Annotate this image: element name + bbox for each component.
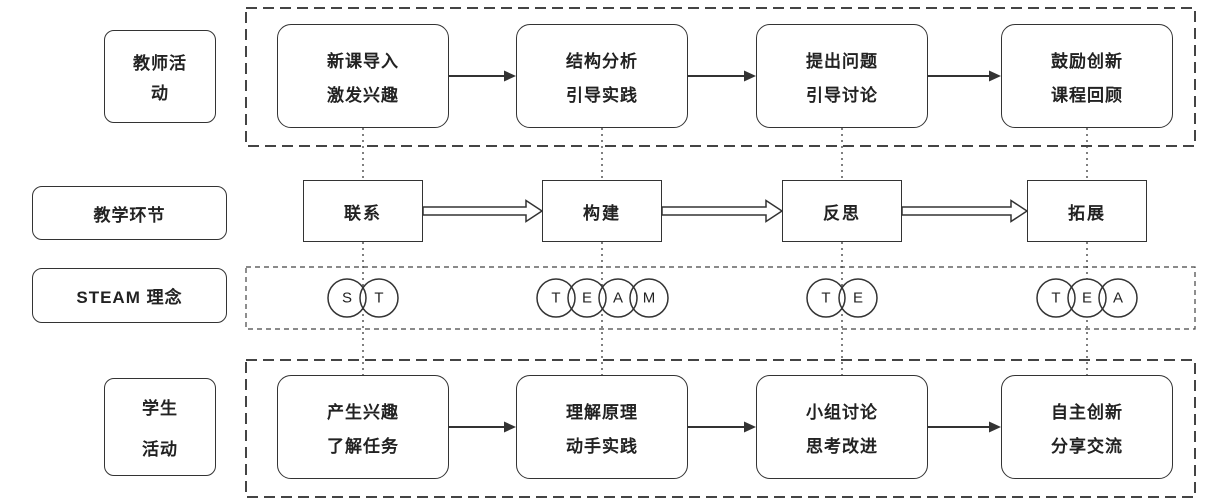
steam-letter: T bbox=[821, 290, 830, 307]
stage-box-connect-text: 联系 bbox=[344, 203, 382, 223]
student-box-practice: 理解原理 动手实践 bbox=[516, 375, 688, 479]
teacher-box-review: 鼓励创新 课程回顾 bbox=[1001, 24, 1173, 128]
stage-box-reflect: 反思 bbox=[782, 180, 902, 242]
teacher-box-analysis-line2: 引导实践 bbox=[566, 85, 638, 105]
open-arrow bbox=[422, 199, 544, 223]
student-box-discussion-line2: 思考改进 bbox=[806, 436, 878, 456]
steam-concept-label-text: STEAM 理念 bbox=[76, 288, 183, 307]
steam-group-1: S T bbox=[327, 278, 399, 318]
steam-circle bbox=[359, 278, 399, 318]
stage-arrows bbox=[422, 199, 1029, 223]
teacher-box-questions: 提出问题 引导讨论 bbox=[756, 24, 928, 128]
open-arrow bbox=[901, 199, 1029, 223]
arrow-head bbox=[504, 70, 516, 82]
stage-box-reflect-text: 反思 bbox=[823, 203, 861, 223]
steam-letter: T bbox=[551, 290, 560, 307]
student-activities-label: 学生 活动 bbox=[104, 378, 216, 476]
steam-circle bbox=[327, 278, 367, 318]
arrow-head bbox=[504, 421, 516, 433]
steam-letter: S bbox=[342, 290, 352, 307]
steam-circle bbox=[838, 278, 878, 318]
steam-circle bbox=[1067, 278, 1107, 318]
dashed-containers bbox=[245, 7, 1196, 498]
steam-circle bbox=[598, 278, 638, 318]
student-box-innovation-line1: 自主创新 bbox=[1051, 402, 1123, 422]
student-arrows bbox=[449, 421, 1001, 433]
steam-circle bbox=[806, 278, 846, 318]
stage-box-construct: 构建 bbox=[542, 180, 662, 242]
student-box-innovation-line2: 分享交流 bbox=[1051, 436, 1123, 456]
teacher-activities-label: 教师活 动 bbox=[104, 30, 216, 123]
dotted-connectors bbox=[362, 128, 1088, 376]
teacher-box-review-line1: 鼓励创新 bbox=[1051, 51, 1123, 71]
teacher-box-intro: 新课导入 激发兴趣 bbox=[277, 24, 449, 128]
student-activities-label-line2: 活动 bbox=[142, 440, 178, 459]
open-arrow bbox=[661, 199, 784, 223]
steam-letter: E bbox=[853, 290, 863, 307]
teacher-box-analysis-line1: 结构分析 bbox=[566, 51, 638, 71]
student-activities-label-line1: 学生 bbox=[142, 399, 178, 418]
arrow-head bbox=[989, 421, 1001, 433]
steam-circle bbox=[1036, 278, 1076, 318]
teacher-box-questions-line2: 引导讨论 bbox=[806, 85, 878, 105]
steam-letter: T bbox=[374, 290, 383, 307]
teaching-stages-label: 教学环节 bbox=[32, 186, 227, 240]
steam-group-2: T E A M bbox=[536, 278, 669, 318]
steam-letter: A bbox=[613, 290, 623, 307]
student-box-practice-line1: 理解原理 bbox=[566, 402, 638, 422]
steam-letter: M bbox=[643, 290, 656, 307]
steam-row-container bbox=[245, 266, 1196, 330]
teacher-box-questions-line1: 提出问题 bbox=[806, 51, 878, 71]
teacher-box-intro-line1: 新课导入 bbox=[327, 51, 399, 71]
arrow-head bbox=[744, 70, 756, 82]
teacher-box-analysis: 结构分析 引导实践 bbox=[516, 24, 688, 128]
steam-circle bbox=[567, 278, 607, 318]
steam-letter: A bbox=[1113, 290, 1123, 307]
student-box-practice-line2: 动手实践 bbox=[566, 436, 638, 456]
stage-box-extend: 拓展 bbox=[1027, 180, 1147, 242]
teacher-activities-label-line2: 动 bbox=[151, 84, 169, 103]
steam-circle bbox=[629, 278, 669, 318]
steam-letter: E bbox=[1082, 290, 1092, 307]
stage-box-construct-text: 构建 bbox=[583, 203, 621, 223]
steam-group-4: T E A bbox=[1036, 278, 1138, 318]
arrow-head bbox=[744, 421, 756, 433]
steam-circle bbox=[536, 278, 576, 318]
steam-letter: T bbox=[1051, 290, 1060, 307]
teacher-box-review-line2: 课程回顾 bbox=[1051, 85, 1123, 105]
steam-letter: E bbox=[582, 290, 592, 307]
steam-circle bbox=[1098, 278, 1138, 318]
stage-box-extend-text: 拓展 bbox=[1068, 203, 1106, 223]
teacher-activities-label-line1: 教师活 bbox=[133, 54, 187, 73]
student-box-discussion-line1: 小组讨论 bbox=[806, 402, 878, 422]
student-box-discussion: 小组讨论 思考改进 bbox=[756, 375, 928, 479]
stage-box-connect: 联系 bbox=[303, 180, 423, 242]
steam-group-3: T E bbox=[806, 278, 878, 318]
student-box-interest-line2: 了解任务 bbox=[327, 436, 399, 456]
steam-concept-label: STEAM 理念 bbox=[32, 268, 227, 323]
teacher-box-intro-line2: 激发兴趣 bbox=[327, 85, 399, 105]
arrow-head bbox=[989, 70, 1001, 82]
student-box-innovation: 自主创新 分享交流 bbox=[1001, 375, 1173, 479]
teaching-stages-label-text: 教学环节 bbox=[93, 205, 166, 225]
student-box-interest-line1: 产生兴趣 bbox=[327, 402, 399, 422]
student-box-interest: 产生兴趣 了解任务 bbox=[277, 375, 449, 479]
teacher-arrows bbox=[449, 70, 1001, 82]
